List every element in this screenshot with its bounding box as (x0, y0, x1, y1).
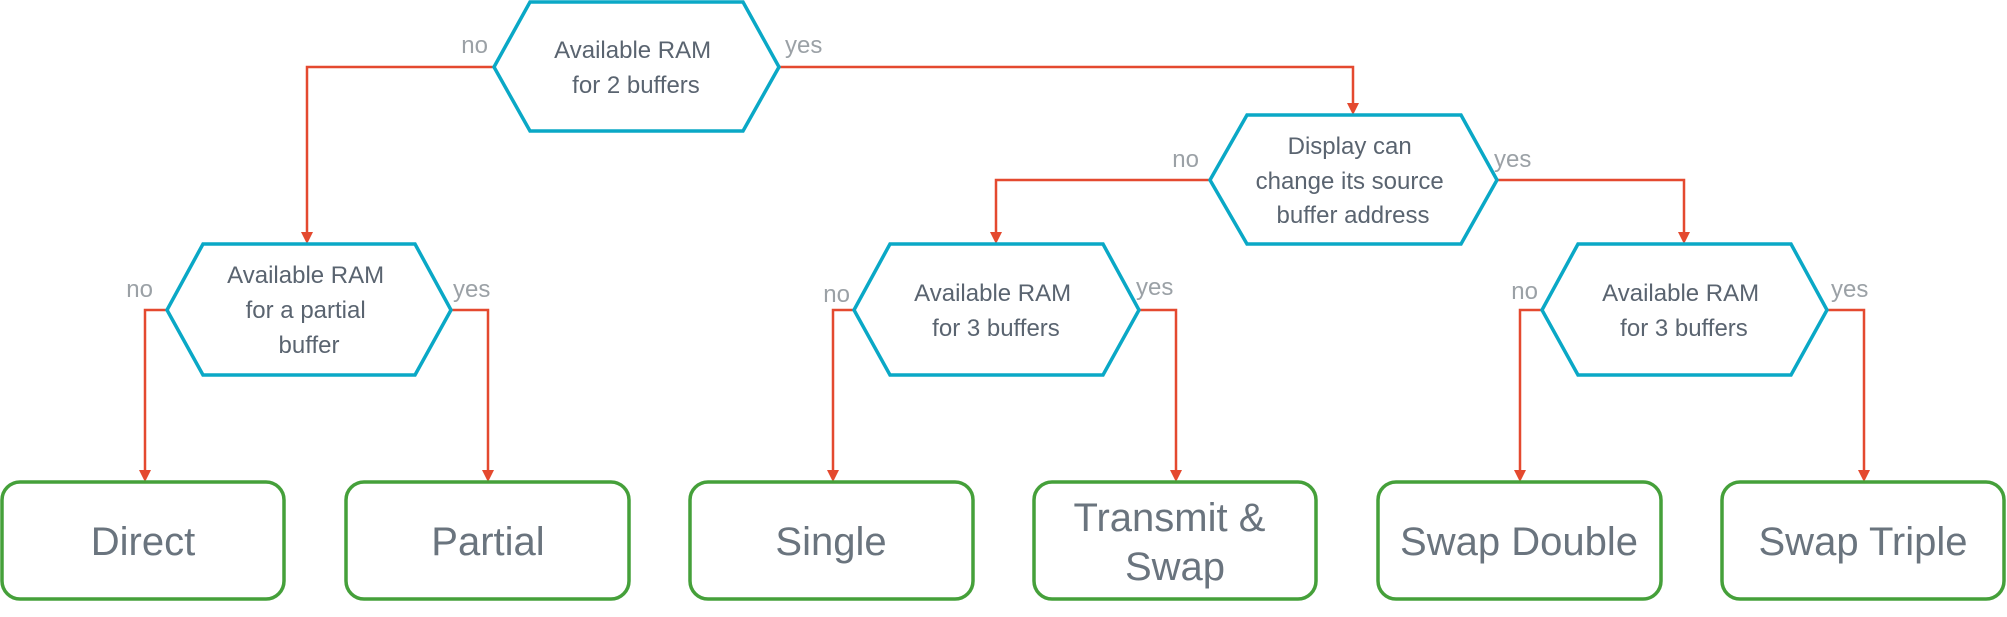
label-line: for 2 buffers (572, 72, 700, 99)
arrowhead (827, 470, 839, 482)
arrowhead (1678, 232, 1690, 244)
branch-label-no: no (1511, 278, 1538, 305)
arrowhead (301, 232, 313, 244)
decision-node-display-change: Display can change its source buffer add… (1207, 113, 1500, 246)
result-box (688, 480, 975, 601)
result-label: Swap Double (1400, 520, 1638, 564)
branch-labels: no yes no yes no yes no yes no yes (126, 32, 1868, 308)
decision-label: Available RAM for 2 buffers (554, 37, 718, 99)
arrowhead (482, 470, 494, 482)
label-line: Swap Triple (1759, 520, 1968, 564)
label-line: Display can (1288, 133, 1412, 160)
edge-ram3right-yes (1827, 308, 1866, 470)
result-box (344, 480, 631, 601)
hexagon-shape (1540, 242, 1829, 377)
label-line: buffer address (1277, 202, 1430, 229)
result-box (1720, 480, 2006, 601)
decision-label: Display can change its source buffer add… (1256, 133, 1451, 229)
result-node-swap-double: Swap Double (1376, 480, 1663, 601)
edge-display-yes (1497, 178, 1686, 232)
decision-label: Available RAM for a partial buffer (227, 262, 391, 359)
result-box (1376, 480, 1663, 601)
label-line: Available RAM (227, 262, 384, 289)
result-node-transmit-swap: Transmit & Swap (1032, 480, 1318, 601)
edge-partial-no (143, 308, 167, 470)
result-box (0, 480, 286, 601)
label-line: Available RAM (914, 280, 1071, 307)
arrowhead (1514, 470, 1526, 482)
branch-label-yes: yes (785, 32, 822, 59)
branch-label-yes: yes (1831, 276, 1868, 303)
label-line: for 3 buffers (932, 315, 1060, 342)
label-line: for a partial (246, 297, 366, 324)
label-line: Transmit & (1074, 496, 1266, 540)
hexagon-shape (1207, 113, 1500, 246)
result-label: Partial (431, 520, 544, 564)
edge-display-no (994, 178, 1210, 232)
result-label: Transmit & Swap (1074, 496, 1277, 589)
arrowhead (1170, 470, 1182, 482)
arrowhead (990, 232, 1002, 244)
label-line: Swap Double (1400, 520, 1638, 564)
decision-label: Available RAM for 3 buffers (1602, 280, 1766, 342)
arrowhead (139, 470, 151, 482)
label-line: buffer (279, 332, 340, 359)
label-line: for 3 buffers (1620, 315, 1748, 342)
result-box (1032, 480, 1318, 601)
result-node-single: Single (688, 480, 975, 601)
branch-label-no: no (1172, 146, 1199, 173)
result-node-swap-triple: Swap Triple (1720, 480, 2006, 601)
result-node-direct: Direct (0, 480, 286, 601)
branch-label-yes: yes (1494, 146, 1531, 173)
label-line: Available RAM (1602, 280, 1759, 307)
label-line: Single (775, 520, 886, 564)
branch-label-yes: yes (453, 276, 490, 303)
result-node-partial: Partial (344, 480, 631, 601)
label-line: Available RAM (554, 37, 711, 64)
edge-ram3left-no (831, 308, 854, 470)
edge-ram2-no (305, 65, 494, 232)
arrowhead (1347, 103, 1359, 115)
branch-label-no: no (461, 32, 488, 59)
label-line: Swap (1125, 545, 1225, 589)
arrowhead (1858, 470, 1870, 482)
label-line: Partial (431, 520, 544, 564)
label-line: Direct (91, 520, 195, 564)
hexagon-shape (852, 242, 1141, 377)
decision-label: Available RAM for 3 buffers (914, 280, 1078, 342)
decision-node-ram-3-buffers-left: Available RAM for 3 buffers (852, 242, 1141, 377)
result-label: Direct (91, 520, 195, 564)
result-label: Swap Triple (1759, 520, 1968, 564)
edge-ram3right-no (1518, 308, 1542, 470)
edge-ram2-yes (779, 65, 1355, 103)
branch-label-no: no (823, 281, 850, 308)
branch-label-yes: yes (1136, 274, 1173, 301)
connectors (139, 65, 1870, 482)
decision-node-partial-buffer: Available RAM for a partial buffer (165, 242, 453, 377)
decision-node-ram-2-buffers: Available RAM for 2 buffers (491, 0, 782, 133)
edge-partial-yes (451, 308, 490, 470)
edge-ram3left-yes (1139, 308, 1178, 470)
decision-node-ram-3-buffers-right: Available RAM for 3 buffers (1540, 242, 1829, 377)
hexagon-shape (165, 242, 453, 377)
label-line: change its source (1256, 168, 1444, 195)
branch-label-no: no (126, 276, 153, 303)
result-label: Single (775, 520, 886, 564)
hexagon-shape (491, 0, 782, 133)
